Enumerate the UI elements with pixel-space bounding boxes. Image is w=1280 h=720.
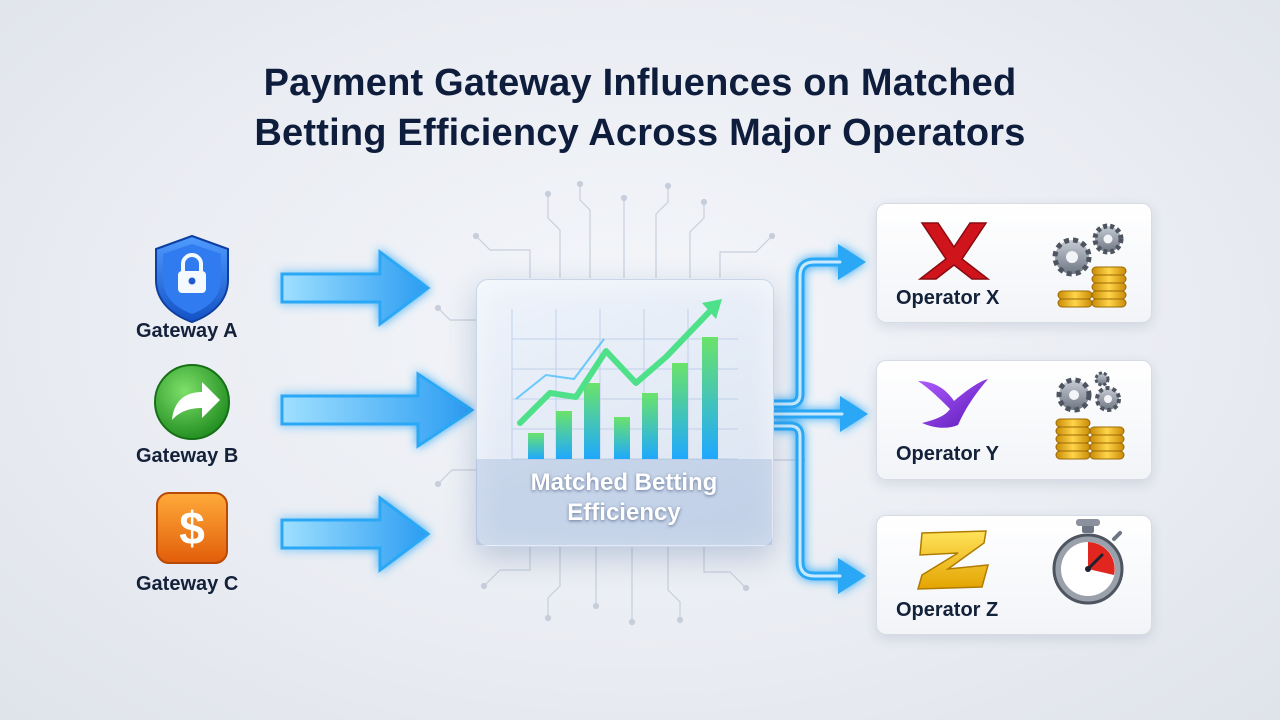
arrowhead-operator-z [838,558,866,594]
operator-z-label: Operator Z [896,599,999,621]
stopwatch-icon [1052,519,1124,605]
dollar-icon: $ [156,492,228,564]
operator-x-label: Operator X [896,287,1000,309]
operator-y-logo-icon [918,379,988,428]
svg-text:$: $ [179,502,205,554]
gateway-c-label: Gateway C [136,573,239,595]
arrow-operator-x [769,257,845,409]
title-line-2: Betting Efficiency Across Major Operator… [254,112,1026,154]
gears-coins-icon [1052,223,1127,308]
arrowhead-operator-y [840,396,868,432]
operator-x-logo-icon [917,222,991,280]
arrowhead-operator-x [838,244,866,280]
operator-y-label: Operator Y [896,443,999,465]
gateway-b-label: Gateway B [136,445,239,467]
arrow-gateway-b [280,371,475,449]
arrow-operator-z [769,421,845,581]
efficiency-label: Matched Betting Efficiency [530,469,718,526]
shield-lock-icon [155,234,229,324]
gears-coins-icon [1055,371,1125,460]
arrow-gateway-a [280,249,431,327]
efficiency-panel [476,279,774,547]
title-line-1: Payment Gateway Influences on Matched [263,62,1017,104]
page-title: Payment Gateway Influences on Matched Be… [0,58,1280,158]
growth-bar-chart-icon [476,299,772,545]
arrow-gateway-c [280,495,431,573]
operator-z-logo-icon [916,530,990,590]
green-arrow-icon [154,364,230,440]
gateway-a-label: Gateway A [136,320,238,342]
operator-icons [916,222,1127,605]
output-arrows [769,257,847,581]
circuit-traces [434,180,806,626]
input-arrows [280,249,475,573]
